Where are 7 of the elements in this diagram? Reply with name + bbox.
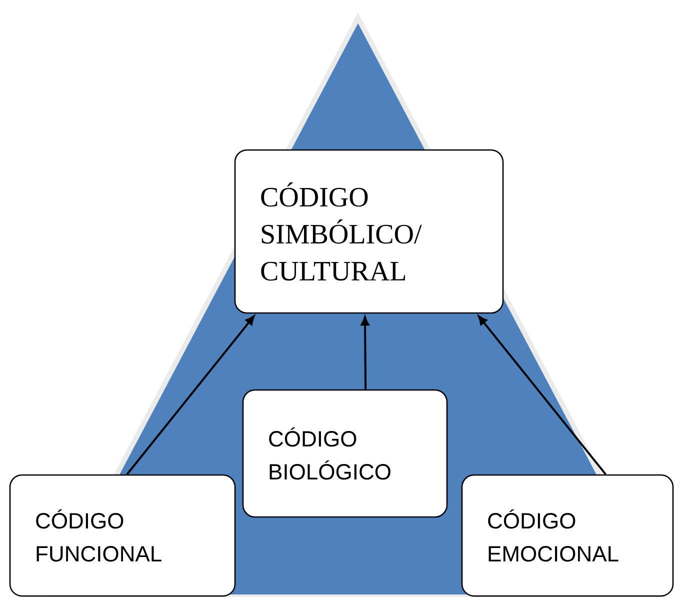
- arrow: [478, 316, 606, 475]
- text-box: CÓDIGO SIMBÓLICO/ CULTURAL: [234, 149, 504, 314]
- arrow: [126, 316, 255, 475]
- text-box: CÓDIGO BIOLÓGICO: [242, 389, 448, 518]
- text-box: CÓDIGO EMOCIONAL: [461, 474, 674, 597]
- text-box: CÓDIGO FUNCIONAL: [9, 474, 236, 597]
- arrow: [360, 316, 370, 390]
